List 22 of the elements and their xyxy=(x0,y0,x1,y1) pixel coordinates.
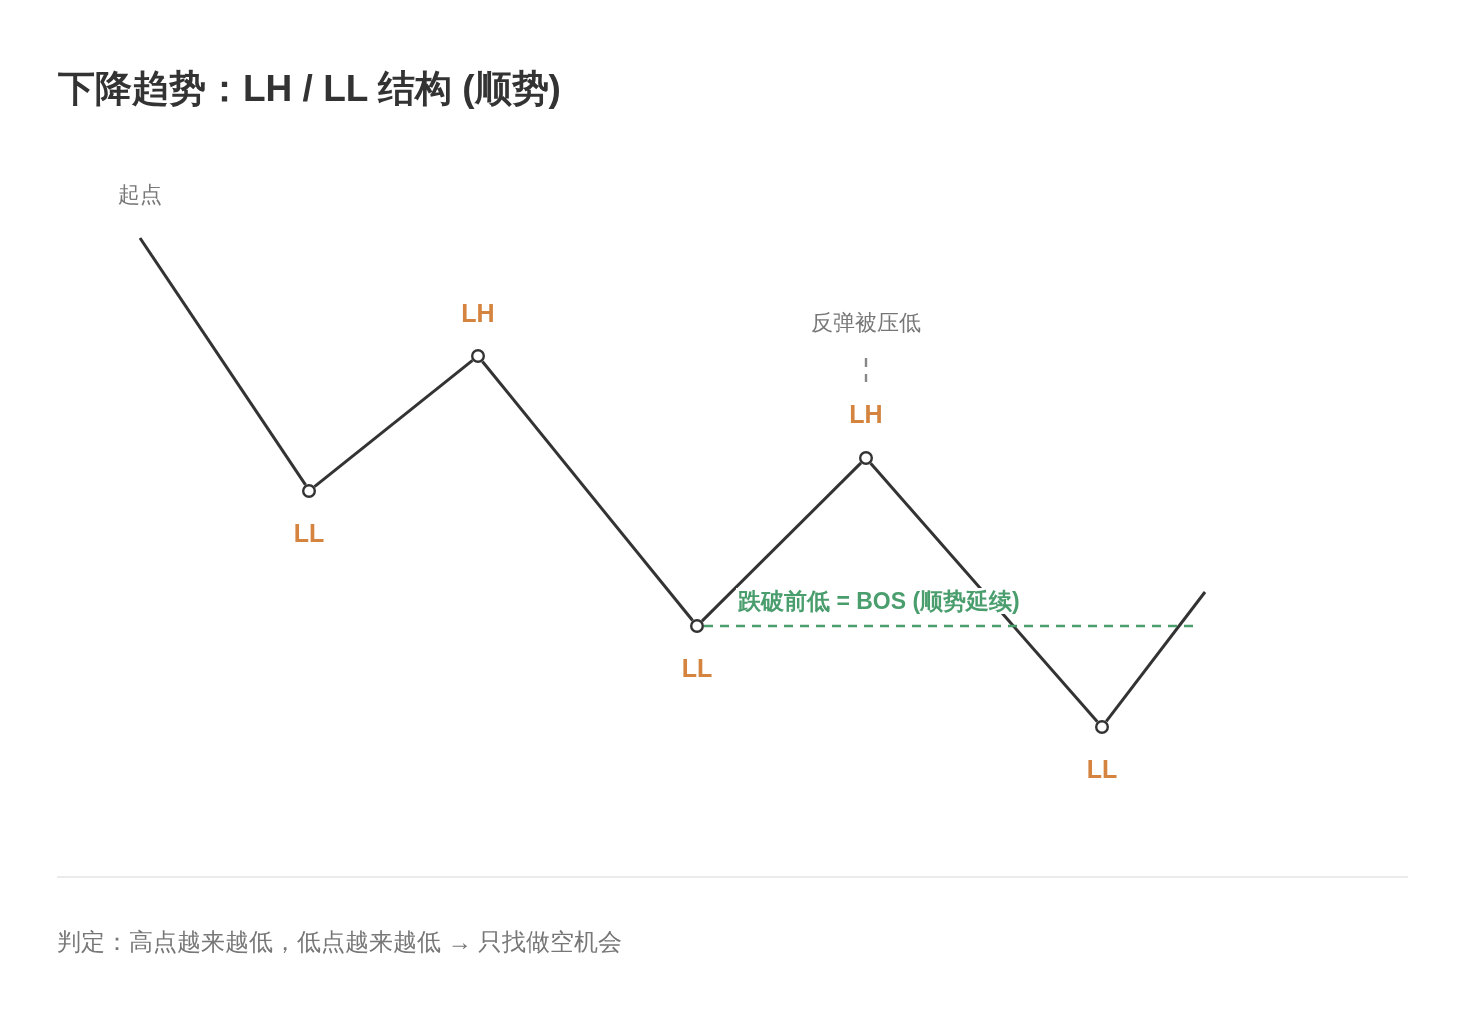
point-label: LL xyxy=(681,653,713,683)
edge-label: 跌破前低 = BOS (顺势延续) xyxy=(736,588,1022,614)
price-line xyxy=(138,237,307,486)
pivot-point xyxy=(690,619,704,633)
price-line xyxy=(700,461,863,623)
pivot-point xyxy=(859,451,873,465)
leader-line xyxy=(864,358,868,382)
title: 下降趋势：LH / LL 结构 (顺势) xyxy=(58,67,561,111)
price-line xyxy=(481,360,694,622)
annotation-text: 起点 xyxy=(118,182,162,208)
point-label: LL xyxy=(1086,754,1118,784)
point-label: LH xyxy=(849,399,883,429)
pivot-point xyxy=(302,484,316,498)
annotation-text: 反弹被压低 xyxy=(811,310,921,336)
point-label: LH xyxy=(461,298,495,328)
pivot-point xyxy=(1095,720,1109,734)
pivot-point xyxy=(471,349,485,363)
footer-note: 判定：高点越来越低，低点越来越低 → 只找做空机会 xyxy=(57,927,623,957)
price-line xyxy=(313,359,474,488)
point-label: LL xyxy=(293,518,325,548)
price-line xyxy=(869,462,1099,723)
price-line xyxy=(1105,591,1207,723)
